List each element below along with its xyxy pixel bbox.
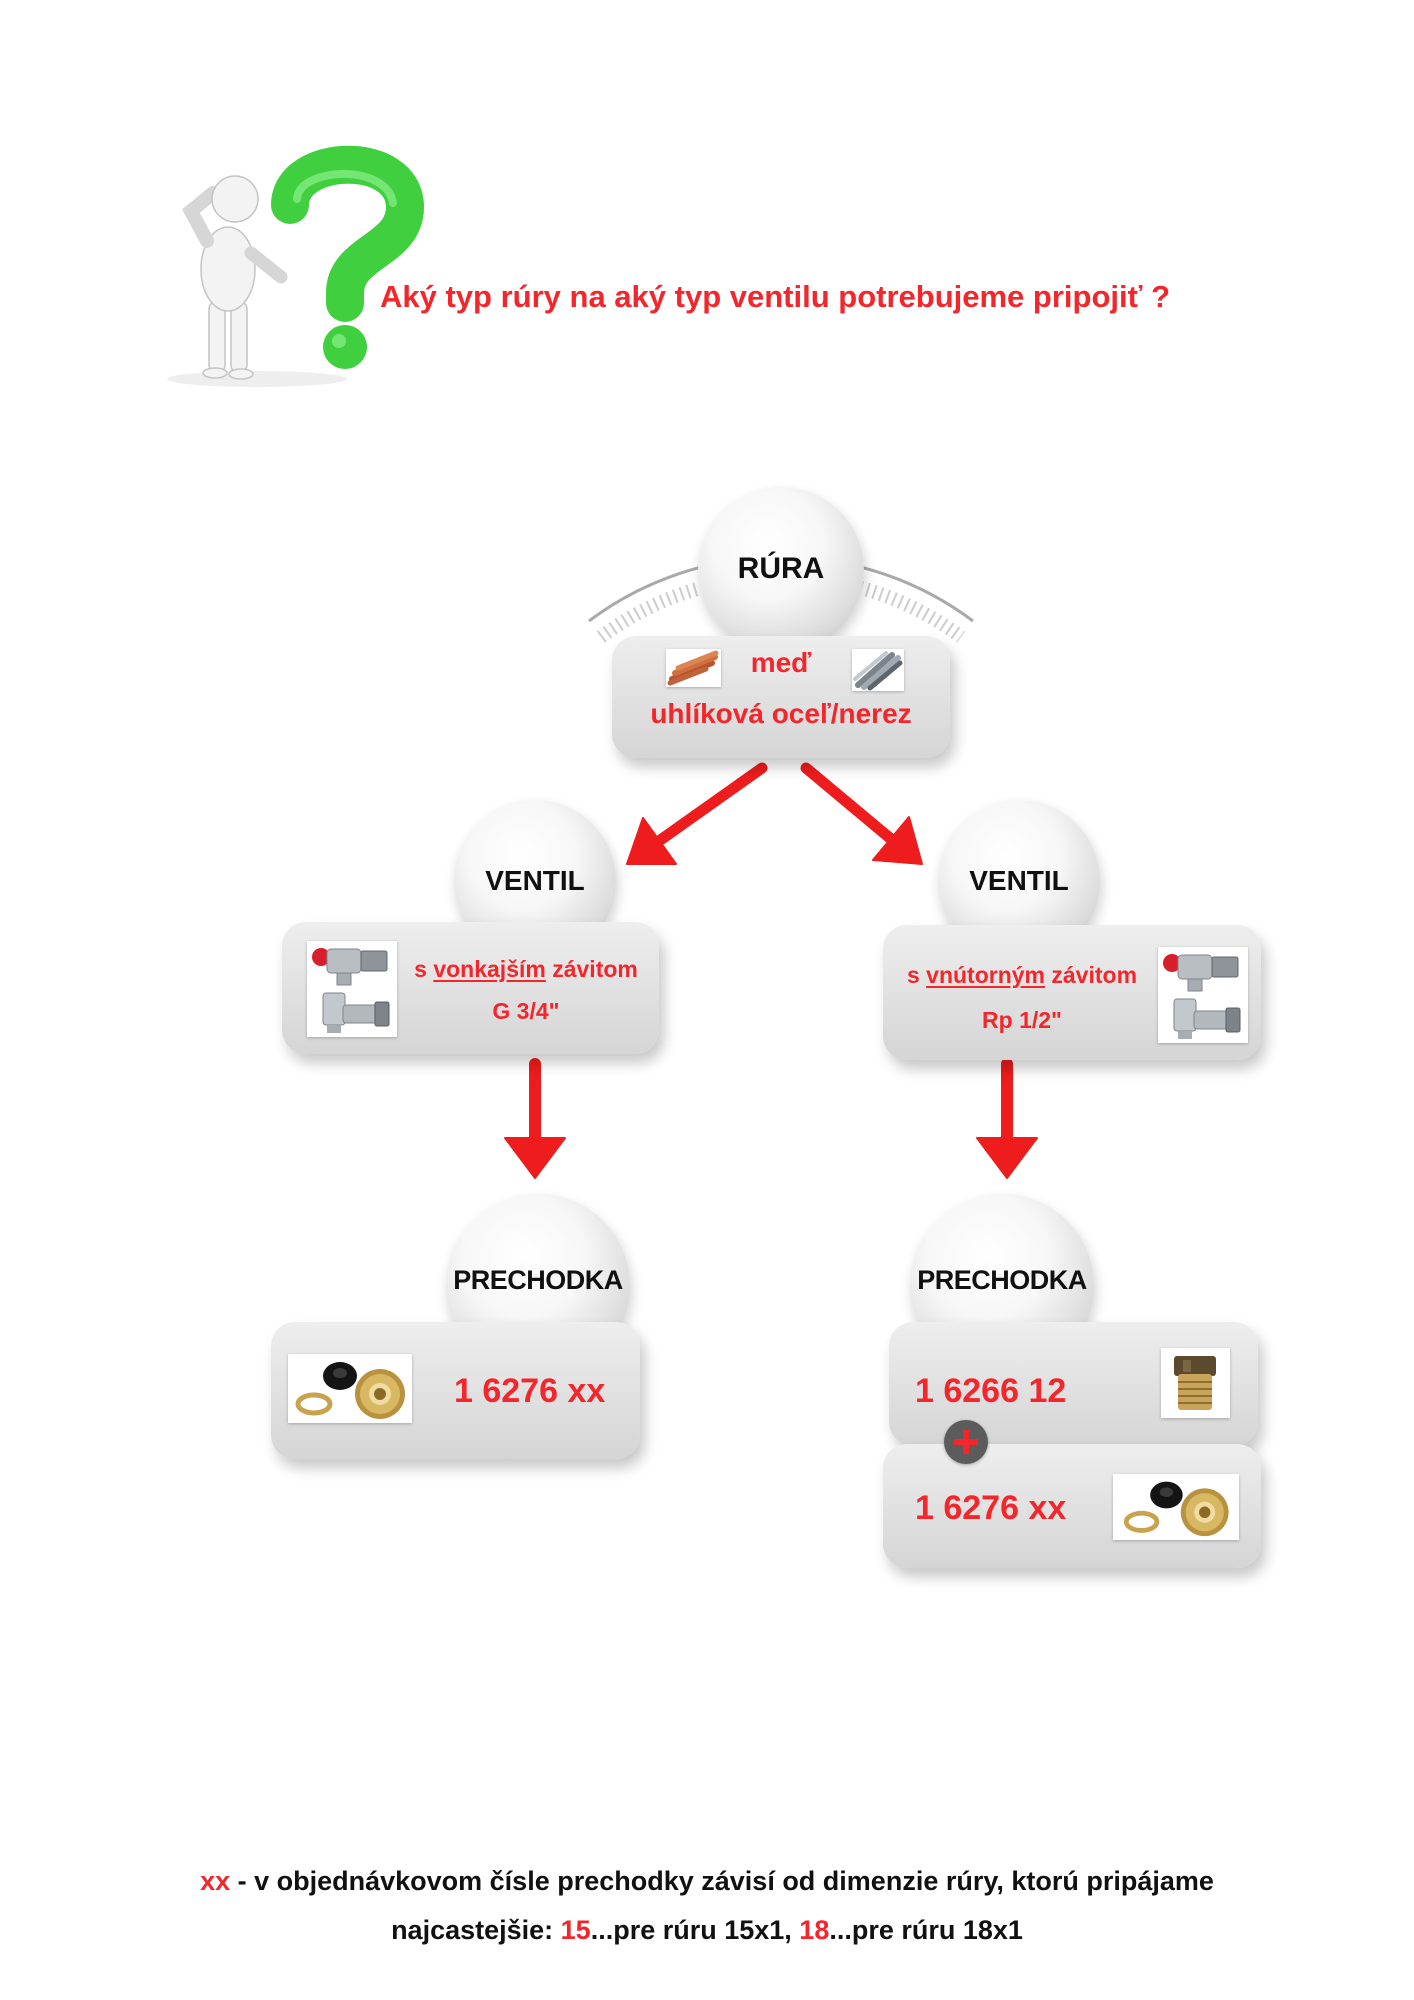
adapter-internal-nipple-code: 1 6266 12 [915, 1372, 1067, 1410]
thread-prefix: s [414, 956, 434, 982]
valve-internal-box: s vnútorným závitom Rp 1/2" [883, 925, 1261, 1060]
valve-internal-thread-size: Rp 1/2" [982, 1007, 1062, 1033]
adapter-external-box: 1 6276 xx [271, 1322, 640, 1459]
adapter-internal-fitting-code: 1 6276 xx [915, 1489, 1067, 1527]
thread-emphasis: vnútorným [926, 962, 1045, 988]
adapter-external-code: 1 6276 xx [454, 1372, 606, 1410]
pipe-node: RÚRA [698, 487, 864, 653]
arrow-to-valve-external [653, 762, 768, 847]
thread-emphasis: vonkajším [433, 956, 546, 982]
valve-external-thread-type: s vonkajším závitom [400, 954, 652, 984]
material-steel: uhlíková oceľ/nerez [650, 698, 912, 729]
pipe-materials-box: meď uhlíková oceľ/nerez [612, 636, 950, 758]
thread-prefix: s [906, 962, 927, 988]
footnote-line-2: najcastejšie: 15...pre rúru 15x1, 18...p… [0, 1911, 1414, 1949]
adapter-internal-fitting-box: 1 6276 xx [883, 1444, 1261, 1568]
copper-pipes-icon [666, 649, 721, 687]
footnote-line-1: xx - v objednávkovom čísle prechodky záv… [0, 1862, 1414, 1900]
valve-internal-thread-type: s vnútorným závitom [893, 960, 1151, 990]
plus-icon [944, 1420, 988, 1464]
valve-external-thread-size: G 3/4" [492, 998, 560, 1024]
page-title: Aký typ rúry na aký typ ventilu potrebuj… [380, 279, 1171, 314]
footnote-explanation: - v objednávkovom čísle prechodky závisí… [230, 1866, 1214, 1896]
threaded-nipple-icon [1161, 1348, 1230, 1418]
adapter-external-label: PRECHODKA [453, 1265, 623, 1295]
compression-fitting-icon [288, 1354, 412, 1423]
thread-suffix: závitom [1045, 962, 1138, 988]
steel-pipes-icon [852, 649, 904, 691]
thinking-person-question-mark-icon [147, 141, 429, 391]
footnote-value-15: 15 [560, 1915, 591, 1945]
footnote-key: xx [200, 1866, 231, 1896]
adapter-internal-label: PRECHODKA [917, 1265, 1087, 1295]
angle-valve-icon [307, 941, 397, 1037]
footnote-text-15: ...pre rúru 15x1, [590, 1915, 800, 1945]
thread-suffix: závitom [545, 956, 638, 982]
footnote-value-18: 18 [799, 1915, 830, 1945]
material-copper: meď [750, 647, 812, 678]
footnote-text-18: ...pre rúru 18x1 [829, 1915, 1023, 1945]
valve-internal-label: VENTIL [969, 865, 1069, 896]
footnote-prefix: najcastejšie: [391, 1915, 561, 1945]
arrow-to-valve-internal [800, 762, 897, 845]
valve-external-label: VENTIL [485, 865, 585, 896]
pipe-label: RÚRA [737, 552, 825, 585]
valve-external-box: s vonkajším závitom G 3/4" [282, 922, 659, 1054]
adapter-internal-nipple-box: 1 6266 12 [889, 1322, 1258, 1446]
angle-valve-icon [1158, 947, 1248, 1043]
compression-fitting-icon [1113, 1474, 1239, 1540]
